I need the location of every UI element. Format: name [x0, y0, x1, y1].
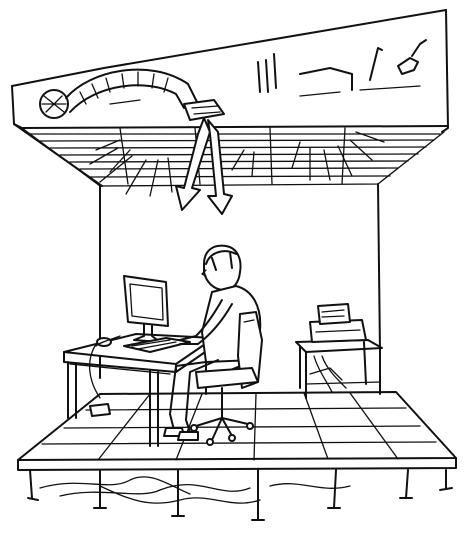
- raised-floor: [18, 392, 456, 520]
- ceiling-plenum: [12, 10, 448, 186]
- printer: [310, 304, 366, 342]
- air-duct: [40, 70, 224, 120]
- computer: [90, 276, 190, 416]
- printer-table: [296, 340, 382, 398]
- airflow-arrows: [176, 118, 232, 214]
